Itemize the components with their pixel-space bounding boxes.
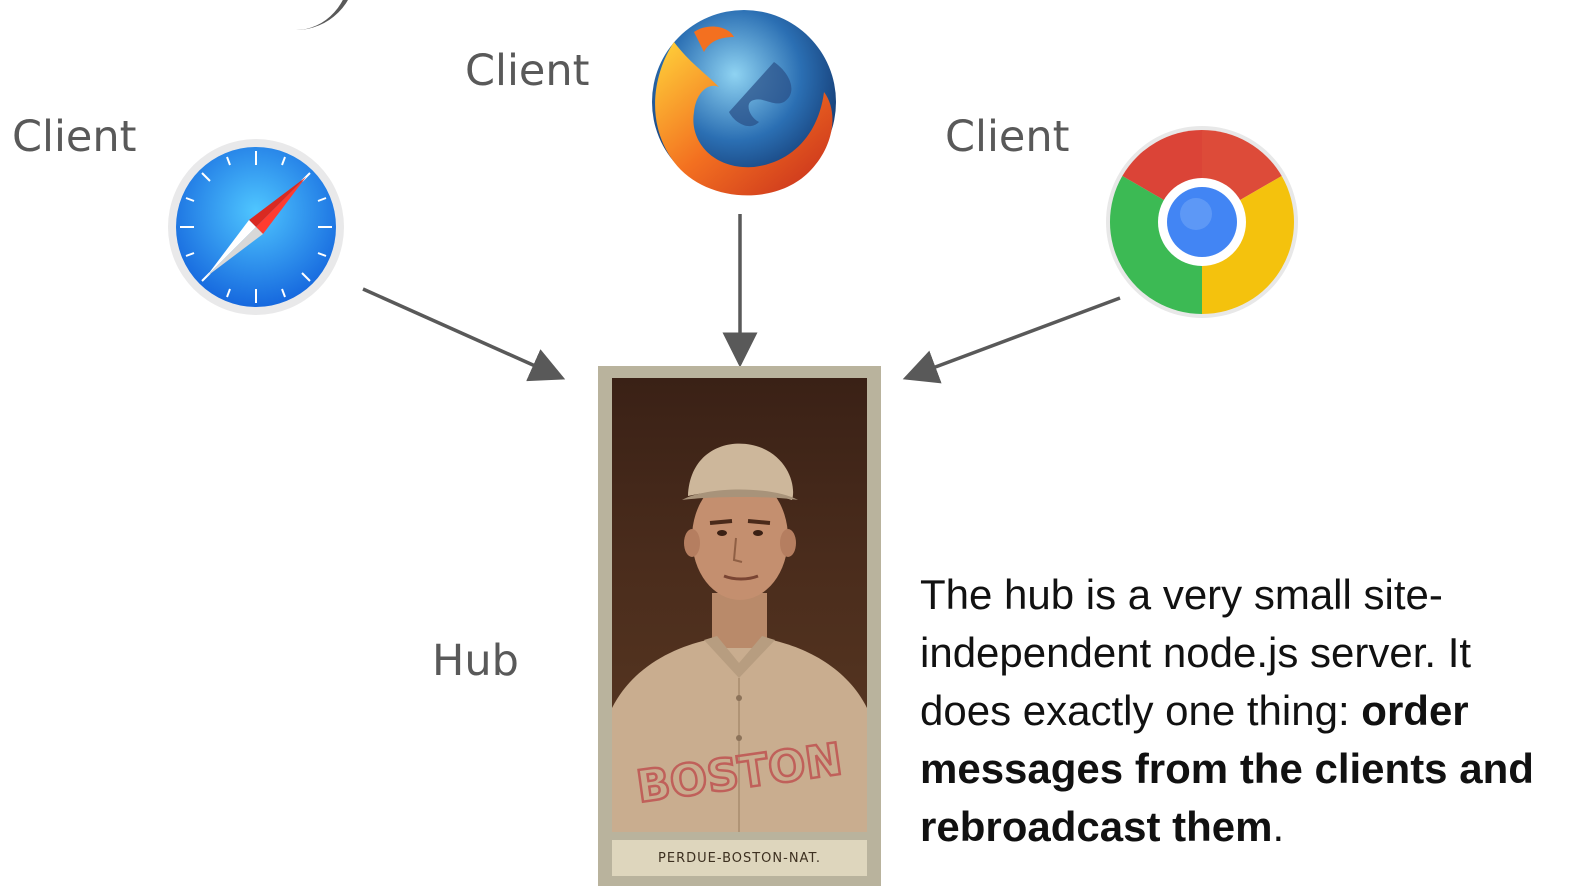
description-bold: order messages from the clients and rebr… bbox=[920, 687, 1534, 850]
hub-baseball-card: BOSTON PERDUE-BOSTON-NAT. bbox=[598, 366, 881, 886]
description-end: . bbox=[1272, 803, 1285, 850]
hub-label: Hub bbox=[432, 636, 519, 686]
chrome-icon bbox=[1106, 126, 1298, 318]
hub-description: The hub is a very small site-independent… bbox=[920, 566, 1570, 856]
client-label-middle: Client bbox=[465, 46, 590, 96]
arrow-left-to-hub bbox=[362, 287, 566, 382]
client-label-right: Client bbox=[945, 112, 1070, 162]
description-plain: The hub is a very small site-independent… bbox=[920, 571, 1472, 734]
firefox-globe-icon bbox=[652, 10, 836, 196]
safari-compass-icon bbox=[168, 139, 344, 315]
arrow-right-to-hub bbox=[902, 296, 1121, 384]
player-portrait: BOSTON bbox=[612, 443, 867, 832]
hub-card-caption: PERDUE-BOSTON-NAT. bbox=[612, 840, 867, 876]
client-label-left: Client bbox=[12, 112, 137, 162]
hub-card-photo: BOSTON bbox=[612, 378, 867, 832]
